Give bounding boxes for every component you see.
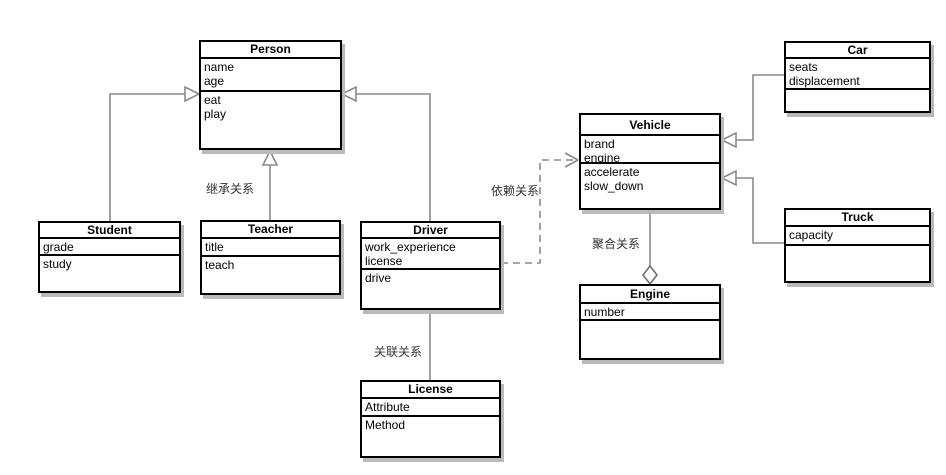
edge-label-dependency: 依赖关系 [491,184,540,198]
method: slow_down [584,179,644,193]
edge-label-aggregation: 聚合关系 [592,237,641,251]
edge-label-inheritance: 继承关系 [206,182,255,196]
methods-section: study [40,256,179,291]
attribute: age [204,74,225,88]
edge-line-dashed[interactable] [501,159,576,264]
attribute: seats [789,60,818,74]
class-student[interactable]: Student grade study [38,221,181,293]
method: play [204,107,227,121]
hollow-diamond-arrowhead [641,264,659,286]
method: drive [365,271,392,285]
edge-line[interactable] [736,177,784,244]
edge-truck-vehicle-inheritance[interactable] [720,169,784,244]
attributes-section: capacity [786,227,929,246]
class-vehicle[interactable]: Vehicle brand engine accelerate slow_dow… [579,113,721,210]
edge-car-vehicle-inheritance[interactable] [720,74,784,149]
attribute: Attribute [365,400,410,414]
open-arrowhead [564,152,579,168]
hollow-triangle-arrowhead [261,149,279,166]
hollow-triangle-arrowhead [340,85,357,103]
edge-driver-person-inheritance[interactable] [340,85,431,221]
class-car-title: Car [786,43,929,59]
attributes-section: number [581,304,719,321]
methods-section: accelerate slow_down [581,164,719,208]
attribute: brand [584,137,615,151]
attributes-section: title [202,239,339,257]
edge-line[interactable] [109,93,185,221]
class-person[interactable]: Person name age eat play [199,40,342,150]
methods-section: teach [202,257,339,293]
method: teach [205,258,235,272]
hollow-triangle-arrowhead [184,85,201,103]
edge-teacher-person-inheritance[interactable] [261,149,279,220]
edge-line[interactable] [356,93,431,221]
class-engine[interactable]: Engine number [579,284,721,360]
class-teacher-title: Teacher [202,222,339,239]
edge-label-association: 关联关系 [374,345,423,359]
edge-line[interactable] [736,74,784,141]
attribute: grade [43,240,74,254]
attribute: number [584,305,625,319]
method: Method [365,418,406,432]
methods-section [786,90,929,111]
class-engine-title: Engine [581,286,719,304]
class-driver-title: Driver [362,223,499,239]
class-license[interactable]: License Attribute Method [360,380,501,458]
attribute: capacity [789,228,834,242]
hollow-triangle-arrowhead [720,131,737,149]
class-teacher[interactable]: Teacher title teach [200,220,341,295]
class-student-title: Student [40,223,179,239]
class-driver[interactable]: Driver work_experience license drive [360,221,501,310]
method: study [43,257,72,271]
methods-section: eat play [201,92,340,148]
methods-section [581,321,719,358]
methods-section: Method [362,417,499,456]
class-truck[interactable]: Truck capacity [784,208,931,283]
class-truck-title: Truck [786,210,929,227]
attributes-section: grade [40,239,179,256]
attribute: name [204,60,235,74]
attribute: license [365,254,403,268]
attribute: displacement [789,74,860,88]
attributes-section: brand engine [581,136,719,164]
attribute: work_experience [365,240,456,254]
class-vehicle-title: Vehicle [581,115,719,136]
edge-driver-vehicle-dependency[interactable] [501,152,579,264]
methods-section [786,246,929,281]
methods-section: drive [362,270,499,308]
attribute: engine [584,151,621,164]
attributes-section: seats displacement [786,59,929,90]
method: accelerate [584,165,640,179]
attributes-section: work_experience license [362,239,499,270]
attribute: title [205,240,224,254]
attributes-section: Attribute [362,399,499,417]
class-car[interactable]: Car seats displacement [784,41,931,113]
class-license-title: License [362,382,499,399]
attributes-section: name age [201,59,340,92]
hollow-triangle-arrowhead [720,169,737,187]
class-person-title: Person [201,42,340,59]
method: eat [204,93,221,107]
edge-vehicle-engine-aggregation[interactable] [641,210,659,286]
edge-student-person-inheritance[interactable] [109,85,201,221]
